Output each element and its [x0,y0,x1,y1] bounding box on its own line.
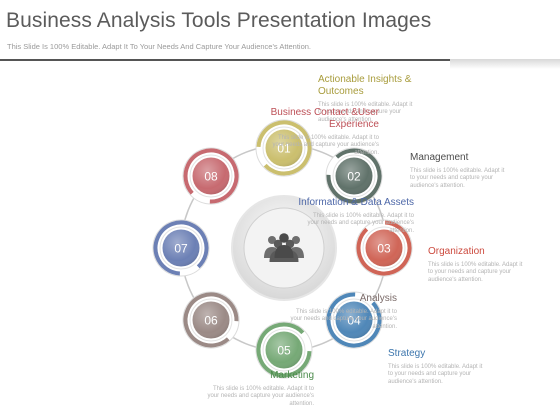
slide-subtitle: This Slide Is 100% Editable. Adapt It To… [7,42,312,51]
step-number: 08 [204,170,218,184]
step-node-05: 05 [255,321,313,379]
step-description: This slide is 100% editable. Adapt it to… [428,262,523,283]
step-description: This slide is 100% editable. Adapt it to… [272,135,379,156]
step-heading: Information & Data Assets [298,197,414,208]
step-description: This slide is 100% editable. Adapt it to… [207,386,314,407]
step-description: This slide is 100% editable. Adapt it to… [318,102,413,123]
step-node-03: 03 [355,219,413,277]
step-number: 01 [277,142,291,156]
step-heading: Organization [428,246,485,257]
step-node-04: 04 [325,291,383,349]
header-divider [0,59,560,61]
step-node-02: 02 [325,147,383,205]
step-number: 05 [277,344,291,358]
step-heading: Business Contact &User Experience [270,107,379,130]
step-node-07: 07 [152,219,210,277]
step-heading: Analysis [359,293,397,304]
people-group-icon [264,233,304,262]
step-number: 06 [204,314,218,328]
header-divider-shade [450,59,560,69]
step-number: 04 [347,314,361,328]
step-heading: Strategy [388,348,426,359]
step-description: This slide is 100% editable. Adapt it to… [410,168,505,189]
step-description: This slide is 100% editable. Adapt it to… [307,213,414,234]
step-heading: Actionable Insights & Outcomes [318,74,412,97]
step-node-08: 08 [182,147,240,205]
slide-title: Business Analysis Tools Presentation Ima… [6,9,432,32]
step-number: 02 [347,170,361,184]
step-node-01: 01 [255,119,313,177]
step-number: 03 [377,242,391,256]
step-number: 07 [174,242,188,256]
step-heading: Management [410,152,469,163]
step-heading: Marketing [270,370,314,381]
step-description: This slide is 100% editable. Adapt it to… [290,309,397,330]
step-node-06: 06 [182,291,240,349]
step-description: This slide is 100% editable. Adapt it to… [388,364,483,385]
